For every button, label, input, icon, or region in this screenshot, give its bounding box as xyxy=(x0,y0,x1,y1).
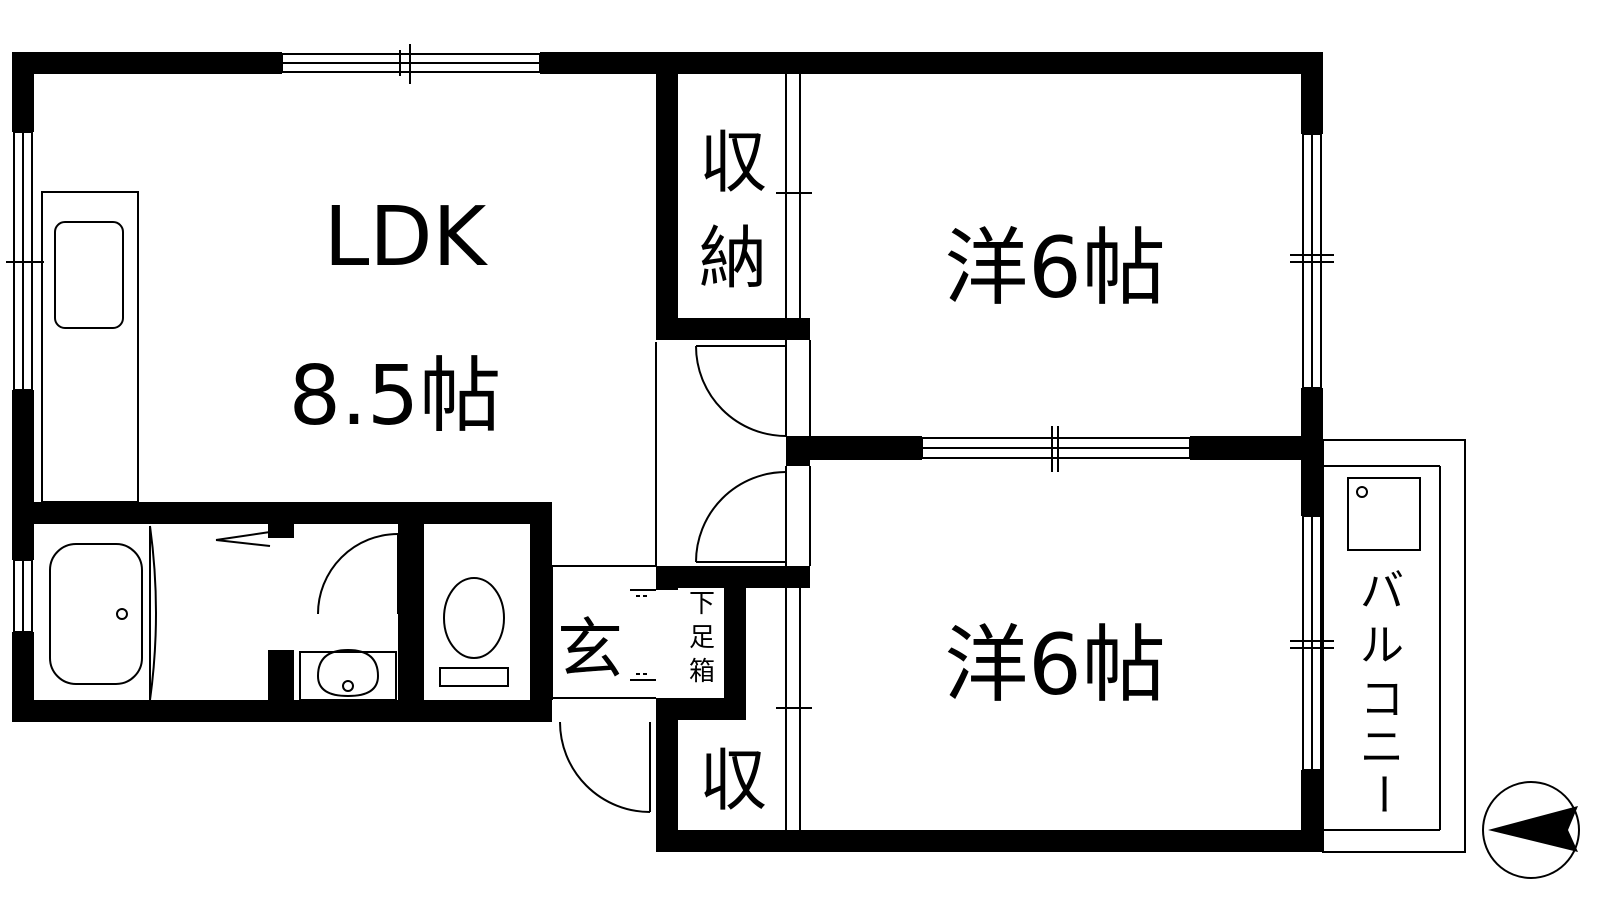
wall-right-top xyxy=(1301,52,1323,134)
window-ldk-left xyxy=(6,131,44,391)
toilet-icon xyxy=(439,577,509,687)
wall-left-upper xyxy=(12,52,34,132)
window-bath-left xyxy=(13,559,33,633)
wall-top-right xyxy=(540,52,1323,74)
wall-top-left xyxy=(12,52,282,74)
door-bed1 xyxy=(695,345,787,437)
washbasin-icon xyxy=(299,648,397,701)
ldk-name: LDK xyxy=(324,190,489,285)
wall-toilet-right xyxy=(530,502,552,710)
wall-shoebox-left xyxy=(656,566,678,590)
washing-machine-pan-icon xyxy=(1347,477,1421,551)
wall-mid-left xyxy=(786,436,922,460)
balcony-line1: バ xyxy=(1360,566,1404,617)
wall-left-lower xyxy=(12,632,34,722)
door-entrance xyxy=(559,721,651,813)
wall-shoebox-right xyxy=(724,566,746,716)
fixtures xyxy=(41,191,1466,853)
wall-closet-bottom-left xyxy=(656,710,678,852)
wall-left-mid xyxy=(12,390,34,560)
ldk-size: 8.5帖 xyxy=(289,349,501,444)
wall-wash-toilet xyxy=(398,524,424,710)
balcony-line4: ニ xyxy=(1360,722,1404,773)
window-bed-partition xyxy=(921,426,1191,472)
wall-shoebox-bottom xyxy=(656,698,746,720)
closet-top-line1: 収 xyxy=(699,124,767,203)
door-bath xyxy=(149,525,271,701)
doors xyxy=(149,342,787,813)
entrance-name: 玄 xyxy=(557,611,623,688)
north-arrow-compass-icon xyxy=(1482,781,1580,879)
wall-bottom-right xyxy=(656,830,1323,852)
western-room-top-name: 洋6帖 xyxy=(944,219,1165,317)
wall-closet-top-left xyxy=(656,74,678,336)
bathtub-icon xyxy=(49,543,143,685)
walls xyxy=(12,52,1323,852)
closet-top-line2: 納 xyxy=(699,220,767,299)
closet-top-doors xyxy=(776,74,812,318)
wall-bath-wash-upper xyxy=(268,524,294,538)
wall-ldk-bath xyxy=(34,502,552,524)
windows xyxy=(6,44,1334,830)
wall-bed2-left-top xyxy=(786,566,810,588)
shoe-box-line2: 足 xyxy=(689,623,715,653)
balcony-line3: コ xyxy=(1360,674,1404,725)
window-bed2-right xyxy=(1290,515,1334,771)
shoe-box-line3: 箱 xyxy=(689,657,715,687)
window-bed1-right xyxy=(1290,133,1334,389)
room-labels: LDK 8.5帖 洋6帖 洋6帖 収 納 収 玄 下 足 箱 バ ル コ ニ ー xyxy=(289,124,1408,821)
western-room-bottom-name: 洋6帖 xyxy=(944,616,1165,714)
shoe-box-line1: 下 xyxy=(689,589,715,619)
closet-bottom-doors xyxy=(776,588,812,830)
door-washroom xyxy=(317,533,399,615)
wall-mid-right xyxy=(1190,436,1323,460)
kitchen-sink-icon xyxy=(54,221,124,329)
kitchen-counter xyxy=(41,191,139,503)
balcony-outline xyxy=(1322,439,1466,853)
closet-bottom-name: 収 xyxy=(699,742,767,821)
balcony-line2: ル xyxy=(1360,620,1404,671)
wall-right-mid xyxy=(1301,388,1323,516)
window-ldk-top xyxy=(281,44,541,84)
balcony-line5: ー xyxy=(1357,772,1408,816)
wall-closet-top-bottom xyxy=(656,318,810,340)
door-bed2 xyxy=(695,471,787,563)
wall-bath-wash xyxy=(268,650,294,710)
